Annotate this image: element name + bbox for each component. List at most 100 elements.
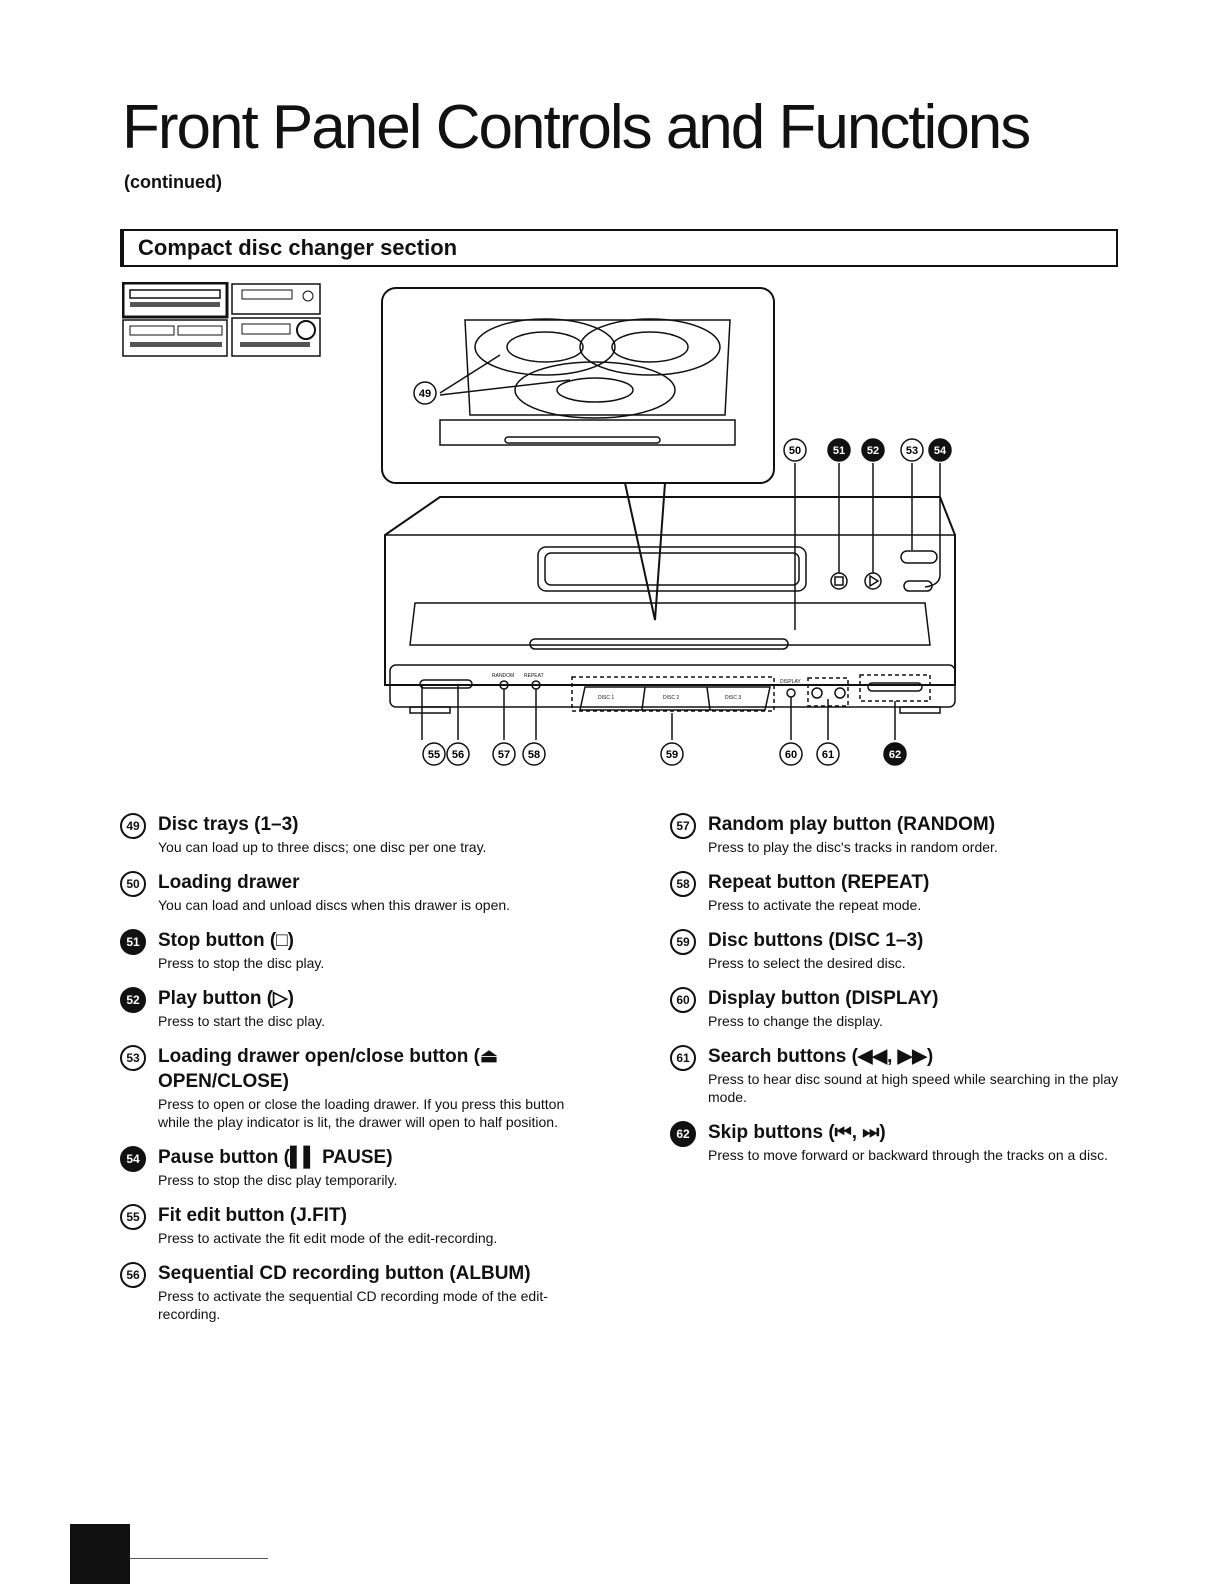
callout-58: 58 (522, 742, 546, 766)
callout-50: 50 (783, 438, 807, 462)
section-title: Compact disc changer section (138, 235, 458, 260)
callout-53: 53 (900, 438, 924, 462)
item-title: Loading drawer open/close button (⏏ OPEN… (158, 1046, 498, 1092)
item-number: 53 (120, 1045, 146, 1071)
scan-corner-mark (70, 1524, 130, 1584)
label-display: DISPLAY (780, 679, 801, 685)
item-title: Disc buttons (DISC 1–3) (708, 930, 924, 951)
svg-text:55: 55 (428, 749, 440, 761)
item-description: You can load up to three discs; one disc… (158, 839, 487, 855)
list-item: 53 Loading drawer open/close button (⏏ O… (120, 1044, 590, 1131)
label-repeat: REPEAT (524, 673, 544, 679)
label-disc3: DISC 3 (725, 695, 741, 701)
item-title: Random play button (RANDOM) (708, 814, 996, 835)
item-number: 52 (120, 987, 146, 1013)
label-random: RANDOM (492, 673, 514, 679)
item-description: Press to activate the fit edit mode of t… (158, 1230, 498, 1246)
item-title: Search buttons (◀◀, ▶▶) (708, 1046, 934, 1067)
list-item: 51 Stop button (□) Press to stop the dis… (120, 928, 590, 972)
svg-text:60: 60 (785, 749, 797, 761)
svg-text:53: 53 (906, 445, 918, 457)
descriptions-left: 49 Disc trays (1–3) You can load up to t… (120, 812, 590, 1337)
item-number: 61 (670, 1045, 696, 1071)
svg-text:61: 61 (822, 749, 834, 761)
item-number: 59 (670, 929, 696, 955)
item-number: 56 (120, 1262, 146, 1288)
item-title: Disc trays (1–3) (158, 814, 299, 835)
item-description: Press to open or close the loading drawe… (158, 1096, 565, 1130)
section-header: Compact disc changer section (120, 229, 1118, 267)
callout-54: 54 (928, 438, 952, 462)
svg-text:54: 54 (934, 445, 947, 457)
list-item: 57 Random play button (RANDOM) Press to … (670, 812, 1130, 856)
svg-text:58: 58 (528, 749, 540, 761)
list-item: 56 Sequential CD recording button (ALBUM… (120, 1261, 590, 1323)
list-item: 55 Fit edit button (J.FIT) Press to acti… (120, 1203, 590, 1247)
callout-55: 55 (422, 742, 446, 766)
item-title: Stop button (□) (158, 930, 294, 951)
list-item: 52 Play button (▷) Press to start the di… (120, 986, 590, 1030)
cd-changer-diagram: RANDOM REPEAT DISC 1 DISC 2 DISC 3 DISPL… (381, 287, 956, 766)
label-disc1: DISC 1 (598, 695, 614, 701)
svg-text:62: 62 (889, 749, 901, 761)
page-subtitle: (continued) (124, 172, 222, 192)
descriptions-right: 57 Random play button (RANDOM) Press to … (670, 812, 1130, 1178)
callout-59: 59 (660, 742, 684, 766)
item-number: 55 (120, 1204, 146, 1230)
svg-text:52: 52 (867, 445, 879, 457)
item-title: Display button (DISPLAY) (708, 988, 939, 1009)
item-number: 51 (120, 929, 146, 955)
item-title: Skip buttons (⏮, ⏭) (708, 1122, 886, 1143)
item-number: 60 (670, 987, 696, 1013)
item-description: Press to select the desired disc. (708, 955, 906, 971)
list-item: 61 Search buttons (◀◀, ▶▶) Press to hear… (670, 1044, 1130, 1106)
svg-text:56: 56 (452, 749, 464, 761)
item-description: Press to stop the disc play. (158, 955, 325, 971)
item-description: Press to activate the sequential CD reco… (158, 1288, 548, 1322)
item-title: Pause button (▌▌ PAUSE) (158, 1147, 393, 1168)
system-thumbnail (122, 282, 321, 357)
svg-text:51: 51 (833, 445, 845, 457)
callout-49: 49 (413, 381, 437, 405)
item-title: Play button (▷) (158, 988, 294, 1009)
callout-61: 61 (816, 742, 840, 766)
callout-57: 57 (492, 742, 516, 766)
item-number: 62 (670, 1121, 696, 1147)
page-title: Front Panel Controls and Functions (122, 93, 1031, 162)
list-item: 59 Disc buttons (DISC 1–3) Press to sele… (670, 928, 1130, 972)
callout-52: 52 (861, 438, 885, 462)
list-item: 62 Skip buttons (⏮, ⏭) Press to move for… (670, 1120, 1130, 1164)
callout-56: 56 (446, 742, 470, 766)
item-description: You can load and unload discs when this … (158, 897, 511, 913)
list-item: 49 Disc trays (1–3) You can load up to t… (120, 812, 590, 856)
item-number: 49 (120, 813, 146, 839)
label-disc2: DISC 2 (663, 695, 679, 701)
list-item: 60 Display button (DISPLAY) Press to cha… (670, 986, 1130, 1030)
item-description: Press to move forward or backward throug… (708, 1147, 1108, 1163)
item-description: Press to hear disc sound at high speed w… (708, 1071, 1119, 1105)
item-title: Fit edit button (J.FIT) (158, 1205, 347, 1226)
svg-text:49: 49 (419, 388, 431, 400)
list-item: 50 Loading drawer You can load and unloa… (120, 870, 590, 914)
callout-60: 60 (779, 742, 803, 766)
svg-text:57: 57 (498, 749, 510, 761)
item-title: Repeat button (REPEAT) (708, 872, 930, 893)
divider (130, 1558, 268, 1559)
svg-text:50: 50 (789, 445, 801, 457)
item-number: 58 (670, 871, 696, 897)
callout-51: 51 (827, 438, 851, 462)
list-item: 58 Repeat button (REPEAT) Press to activ… (670, 870, 1130, 914)
item-number: 57 (670, 813, 696, 839)
item-title: Sequential CD recording button (ALBUM) (158, 1263, 531, 1284)
item-description: Press to start the disc play. (158, 1013, 326, 1029)
svg-text:59: 59 (666, 749, 678, 761)
item-description: Press to change the display. (708, 1013, 883, 1029)
item-description: Press to play the disc's tracks in rando… (708, 839, 998, 855)
item-description: Press to stop the disc play temporarily. (158, 1172, 398, 1188)
item-number: 54 (120, 1146, 146, 1172)
callout-62: 62 (883, 742, 907, 766)
item-number: 50 (120, 871, 146, 897)
list-item: 54 Pause button (▌▌ PAUSE) Press to stop… (120, 1145, 590, 1189)
item-title: Loading drawer (158, 872, 300, 893)
item-description: Press to activate the repeat mode. (708, 897, 922, 913)
